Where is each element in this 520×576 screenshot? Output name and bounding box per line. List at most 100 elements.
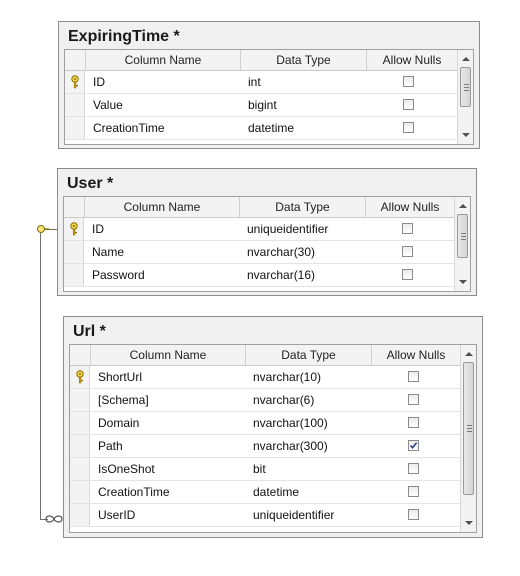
row-selector[interactable] xyxy=(64,241,84,263)
column-name-cell[interactable]: CreationTime xyxy=(98,485,170,499)
column-name-cell[interactable]: UserID xyxy=(98,508,136,522)
data-type-cell[interactable]: nvarchar(300) xyxy=(253,439,328,453)
header-allow-nulls[interactable]: Allow Nulls xyxy=(371,345,460,365)
row-selector[interactable] xyxy=(70,458,90,480)
scroll-up-icon[interactable] xyxy=(465,352,473,356)
scroll-up-icon[interactable] xyxy=(459,204,467,208)
column-name-cell[interactable]: Domain xyxy=(98,416,140,430)
allow-nulls-checkbox[interactable] xyxy=(408,371,419,382)
table-row[interactable]: [Schema] nvarchar(6) xyxy=(70,389,476,412)
column-name-cell[interactable]: [Schema] xyxy=(98,393,149,407)
table-title[interactable]: ExpiringTime * xyxy=(68,28,180,45)
table-expiringtime[interactable]: ExpiringTime * Column Name Data Type All… xyxy=(58,21,480,149)
table-row[interactable]: Name nvarchar(30) xyxy=(64,241,470,264)
allow-nulls-checkbox[interactable] xyxy=(402,223,413,234)
allow-nulls-checkbox[interactable] xyxy=(403,99,414,110)
table-title[interactable]: Url * xyxy=(73,323,106,340)
scroll-down-icon[interactable] xyxy=(462,133,470,137)
table-row[interactable]: ShortUrl nvarchar(10) xyxy=(70,366,476,389)
header-column-name[interactable]: Column Name xyxy=(84,197,239,217)
primary-key-icon xyxy=(71,75,79,89)
table-row[interactable]: ID uniqueidentifier xyxy=(64,218,470,241)
data-type-cell[interactable]: nvarchar(100) xyxy=(253,416,328,430)
data-type-cell[interactable]: datetime xyxy=(253,485,300,499)
allow-nulls-checkbox[interactable] xyxy=(408,394,419,405)
data-type-cell[interactable]: bit xyxy=(253,462,266,476)
header-column-name[interactable]: Column Name xyxy=(85,50,240,70)
column-name-cell[interactable]: ShortUrl xyxy=(98,370,143,384)
row-selector[interactable] xyxy=(65,94,85,116)
scroll-thumb[interactable] xyxy=(463,362,474,495)
scroll-down-icon[interactable] xyxy=(465,521,473,525)
header-data-type[interactable]: Data Type xyxy=(239,197,365,217)
column-grid[interactable]: Column Name Data Type Allow Nulls ShortU… xyxy=(69,344,477,533)
table-row[interactable]: UserID uniqueidentifier xyxy=(70,504,476,527)
scroll-down-icon[interactable] xyxy=(459,280,467,284)
header-allow-nulls[interactable]: Allow Nulls xyxy=(366,50,457,70)
row-selector[interactable] xyxy=(70,389,90,411)
data-type-cell[interactable]: datetime xyxy=(248,121,295,135)
table-row[interactable]: CreationTime datetime xyxy=(70,481,476,504)
header-data-type[interactable]: Data Type xyxy=(245,345,371,365)
row-selector[interactable] xyxy=(64,218,84,240)
relationship-line-top xyxy=(44,229,57,230)
column-name-cell[interactable]: Path xyxy=(98,439,123,453)
data-type-cell[interactable]: uniqueidentifier xyxy=(253,508,335,522)
header-allow-nulls[interactable]: Allow Nulls xyxy=(365,197,454,217)
scroll-thumb[interactable] xyxy=(457,214,468,258)
allow-nulls-checkbox[interactable] xyxy=(408,463,419,474)
column-name-cell[interactable]: Name xyxy=(92,245,125,259)
scroll-thumb[interactable] xyxy=(460,67,471,107)
table-url[interactable]: Url * Column Name Data Type Allow Nulls … xyxy=(63,316,483,538)
column-name-cell[interactable]: ID xyxy=(93,75,105,89)
column-name-cell[interactable]: Value xyxy=(93,98,123,112)
data-type-cell[interactable]: int xyxy=(248,75,261,89)
table-row[interactable]: Value bigint xyxy=(65,94,473,117)
table-row[interactable]: Domain nvarchar(100) xyxy=(70,412,476,435)
grid-header: Column Name Data Type Allow Nulls xyxy=(65,50,473,71)
row-selector[interactable] xyxy=(65,117,85,139)
allow-nulls-checkbox[interactable] xyxy=(402,246,413,257)
table-row[interactable]: Password nvarchar(16) xyxy=(64,264,470,287)
allow-nulls-checkbox[interactable] xyxy=(403,122,414,133)
column-grid[interactable]: Column Name Data Type Allow Nulls ID uniq… xyxy=(63,196,471,292)
header-data-type[interactable]: Data Type xyxy=(240,50,366,70)
data-type-cell[interactable]: nvarchar(6) xyxy=(253,393,315,407)
scroll-up-icon[interactable] xyxy=(462,57,470,61)
data-type-cell[interactable]: bigint xyxy=(248,98,277,112)
checkmark-icon xyxy=(409,442,418,450)
table-row[interactable]: Path nvarchar(300) xyxy=(70,435,476,458)
relationship-line-bottom xyxy=(40,519,48,520)
table-user[interactable]: User * Column Name Data Type Allow Nulls… xyxy=(57,168,477,296)
row-selector[interactable] xyxy=(70,504,90,526)
table-row[interactable]: IsOneShot bit xyxy=(70,458,476,481)
vertical-scrollbar[interactable] xyxy=(454,197,470,291)
vertical-scrollbar[interactable] xyxy=(460,345,476,532)
table-row[interactable]: CreationTime datetime xyxy=(65,117,473,140)
column-name-cell[interactable]: Password xyxy=(92,268,145,282)
row-selector[interactable] xyxy=(70,412,90,434)
column-name-cell[interactable]: IsOneShot xyxy=(98,462,155,476)
data-type-cell[interactable]: uniqueidentifier xyxy=(247,222,329,236)
row-selector[interactable] xyxy=(70,481,90,503)
data-type-cell[interactable]: nvarchar(30) xyxy=(247,245,316,259)
table-row[interactable]: ID int xyxy=(65,71,473,94)
vertical-scrollbar[interactable] xyxy=(457,50,473,144)
allow-nulls-checkbox[interactable] xyxy=(408,486,419,497)
column-name-cell[interactable]: ID xyxy=(92,222,104,236)
row-selector[interactable] xyxy=(70,366,90,388)
table-title[interactable]: User * xyxy=(67,175,114,192)
allow-nulls-checkbox[interactable] xyxy=(408,509,419,520)
row-selector[interactable] xyxy=(64,264,84,286)
column-name-cell[interactable]: CreationTime xyxy=(93,121,165,135)
data-type-cell[interactable]: nvarchar(16) xyxy=(247,268,316,282)
row-selector[interactable] xyxy=(65,71,85,93)
allow-nulls-checkbox[interactable] xyxy=(403,76,414,87)
allow-nulls-checkbox[interactable] xyxy=(408,417,419,428)
data-type-cell[interactable]: nvarchar(10) xyxy=(253,370,322,384)
row-selector[interactable] xyxy=(70,435,90,457)
allow-nulls-checkbox[interactable] xyxy=(402,269,413,280)
header-column-name[interactable]: Column Name xyxy=(90,345,245,365)
allow-nulls-checkbox[interactable] xyxy=(408,440,419,451)
